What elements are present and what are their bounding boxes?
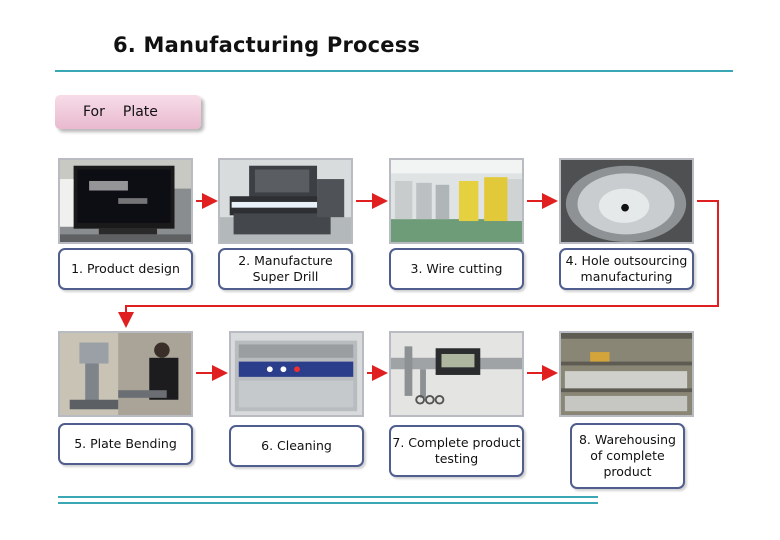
step-3-photo xyxy=(389,158,524,244)
step-4-caption: 4. Hole outsourcing manufacturing xyxy=(559,248,694,290)
step-2-photo xyxy=(218,158,353,244)
footer-divider-top xyxy=(58,496,598,498)
step-1-caption: 1. Product design xyxy=(58,248,193,290)
arrow-wrap-icon xyxy=(118,200,719,328)
step-1-photo xyxy=(58,158,193,244)
category-tag: For Plate xyxy=(55,95,201,129)
step-5-caption: 5. Plate Bending xyxy=(58,423,193,465)
step-7-caption: 7. Complete product testing xyxy=(389,425,524,477)
step-5-photo xyxy=(58,331,193,417)
step-6-caption: 6. Cleaning xyxy=(229,425,364,467)
step-4-photo xyxy=(559,158,694,244)
footer-divider-bottom xyxy=(58,502,598,504)
page-title: 6. Manufacturing Process xyxy=(113,33,421,57)
title-divider xyxy=(55,70,733,72)
step-7-photo xyxy=(389,331,524,417)
tag-for-label: For xyxy=(83,104,105,120)
step-3-caption: 3. Wire cutting xyxy=(389,248,524,290)
step-8-caption: 8. Warehousing of complete product xyxy=(570,423,685,489)
step-2-caption: 2. Manufacture Super Drill xyxy=(218,248,353,290)
tag-plate-label: Plate xyxy=(122,104,158,120)
step-6-photo xyxy=(229,331,364,417)
step-8-photo xyxy=(559,331,694,417)
